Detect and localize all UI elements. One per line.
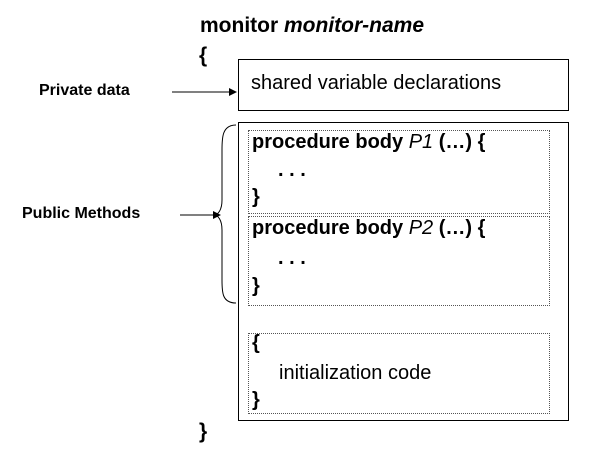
init-close-brace: }: [252, 389, 260, 411]
init-open-brace: {: [252, 332, 260, 354]
procedure-p1-body: . . .: [278, 159, 306, 181]
procedure-p2-body: . . .: [278, 247, 306, 269]
procedure-p1-close: }: [252, 186, 260, 208]
close-brace: }: [199, 420, 208, 443]
monitor-keyword: monitor: [200, 14, 279, 37]
procedure-p2-name: P2: [408, 217, 434, 239]
procedure-p2-header: procedure body P2 (…) {: [252, 217, 486, 239]
procedure-p2-close: }: [252, 275, 260, 297]
methods-curly-brace: [213, 124, 237, 304]
open-brace: {: [199, 44, 208, 67]
public-methods-label: Public Methods: [22, 205, 141, 222]
shared-variable-declarations: shared variable declarations: [251, 72, 502, 94]
init-block-box: { initialization code }: [248, 332, 550, 414]
procedure-p1-name: P1: [408, 131, 434, 153]
private-data-box: shared variable declarations: [238, 59, 569, 111]
monitor-header: monitor monitor-name: [200, 14, 424, 38]
procedure-p2-box: procedure body P2 (…) { . . . }: [248, 216, 550, 306]
procedure-p1-header: procedure body P1 (…) {: [252, 131, 486, 153]
methods-box: [238, 122, 569, 421]
procedure-p1-box: procedure body P1 (…) { . . . }: [248, 130, 550, 214]
monitor-name: monitor-name: [284, 14, 425, 37]
initialization-code: initialization code: [279, 362, 432, 384]
private-data-label: Private data: [39, 82, 130, 99]
